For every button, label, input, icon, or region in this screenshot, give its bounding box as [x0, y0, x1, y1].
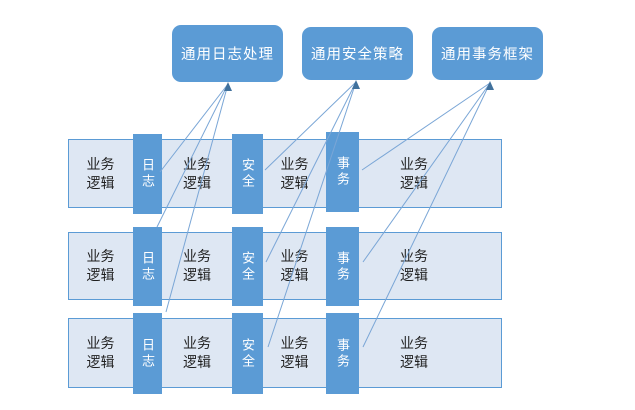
- business-logic-cell: 业务逻辑: [280, 248, 309, 283]
- transaction-segment-label: 事务: [335, 156, 350, 188]
- business-logic-cell: 业务逻辑: [86, 335, 115, 370]
- security-segment-label: 安全: [240, 250, 255, 283]
- business-logic-cell: 业务逻辑: [400, 335, 428, 370]
- security-segment-label: 安全: [240, 158, 255, 190]
- log-segment[interactable]: 日志: [133, 313, 162, 394]
- security-segment[interactable]: 安全: [232, 313, 263, 394]
- business-logic-cell: 业务逻辑: [183, 155, 211, 191]
- business-logic-cell: 业务逻辑: [400, 155, 428, 191]
- connector-line-transaction-bar3: [362, 82, 491, 348]
- security-segment-label: 安全: [240, 337, 255, 370]
- security-segment[interactable]: 安全: [232, 134, 263, 214]
- connector-line-security-bar3: [267, 81, 357, 348]
- transaction-segment[interactable]: 事务: [326, 227, 359, 306]
- arrowhead-icon: [224, 82, 232, 91]
- transaction-segment[interactable]: 事务: [326, 132, 359, 212]
- aspect-box-transaction-label: 通用事务框架: [441, 47, 534, 63]
- business-logic-cell: 业务逻辑: [400, 248, 428, 283]
- log-segment-label: 日志: [140, 158, 155, 190]
- business-logic-cell: 业务逻辑: [183, 248, 211, 283]
- business-logic-cell: 业务逻辑: [280, 155, 309, 191]
- business-logic-cell: 业务逻辑: [86, 155, 115, 191]
- aspect-box-log[interactable]: 通用日志处理: [172, 25, 283, 82]
- business-logic-cell: 业务逻辑: [183, 335, 211, 370]
- log-segment[interactable]: 日志: [133, 227, 162, 306]
- transaction-segment-label: 事务: [335, 337, 350, 370]
- log-segment[interactable]: 日志: [133, 134, 162, 214]
- aspect-box-log-label: 通用日志处理: [181, 47, 274, 63]
- business-logic-cell: 业务逻辑: [86, 248, 115, 283]
- arrowhead-icon: [486, 81, 494, 90]
- aspect-box-security[interactable]: 通用安全策略: [302, 27, 413, 80]
- business-logic-cell: 业务逻辑: [280, 335, 309, 370]
- aspect-box-security-label: 通用安全策略: [311, 47, 404, 63]
- log-segment-label: 日志: [140, 250, 155, 283]
- log-segment-label: 日志: [140, 337, 155, 370]
- transaction-segment[interactable]: 事务: [326, 313, 359, 394]
- transaction-segment-label: 事务: [335, 250, 350, 283]
- aspect-box-transaction[interactable]: 通用事务框架: [432, 27, 543, 80]
- security-segment[interactable]: 安全: [232, 227, 263, 306]
- arrowhead-icon: [352, 80, 360, 89]
